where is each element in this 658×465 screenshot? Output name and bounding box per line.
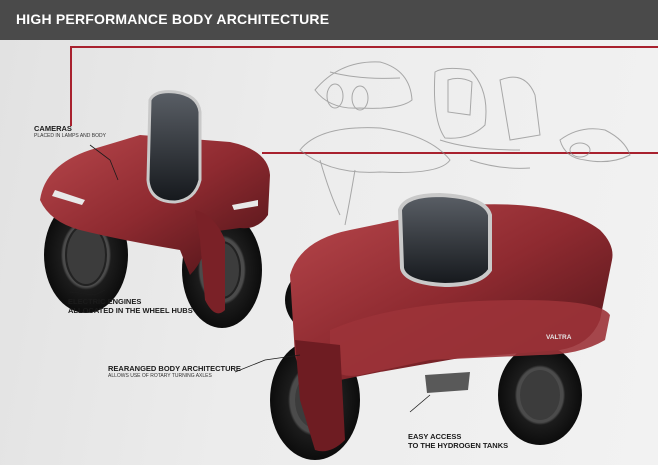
brand-badge: VALTRA [546, 334, 572, 341]
callout-access-line2: TO THE HYDROGEN TANKS [408, 441, 509, 450]
leader-cameras [89, 144, 119, 181]
page-title: HIGH PERFORMANCE BODY ARCHITECTURE [16, 11, 330, 27]
callout-body: REARANGED BODY ARCHITECTURE ALLOWS USE O… [108, 364, 278, 380]
accent-line-vertical [70, 46, 72, 126]
callout-cameras-subtitle: PLACED IN LAMPS AND BODY [34, 133, 106, 139]
callout-leaders [69, 144, 431, 413]
concept-sketches [299, 61, 631, 226]
tractor-front-view [40, 90, 270, 328]
leader-body [234, 354, 301, 373]
callout-engines-line2: ALLOCATED IN THE WHEEL HUBS [68, 306, 193, 315]
callout-body-subtitle: ALLOWS USE OF ROTARY TURNING AXLES [108, 373, 212, 379]
leader-engines [69, 289, 106, 296]
accent-line-mid [262, 152, 658, 154]
header-bar: HIGH PERFORMANCE BODY ARCHITECTURE [0, 0, 658, 40]
callout-access: EASY ACCESS TO THE HYDROGEN TANKS [408, 432, 548, 450]
leader-access [409, 394, 431, 413]
callout-engines-line1: ELECTRIC ENGINES [68, 297, 142, 306]
callout-body-title: REARANGED BODY ARCHITECTURE [108, 364, 241, 373]
callout-cameras: CAMERAS PLACED IN LAMPS AND BODY [34, 124, 154, 140]
tractor-perspective-view: VALTRA [270, 192, 613, 460]
accent-line-top [70, 46, 658, 48]
callout-cameras-title: CAMERAS [34, 124, 72, 133]
callout-engines: ELECTRIC ENGINES ALLOCATED IN THE WHEEL … [68, 297, 238, 315]
callout-access-line1: EASY ACCESS [408, 432, 462, 441]
